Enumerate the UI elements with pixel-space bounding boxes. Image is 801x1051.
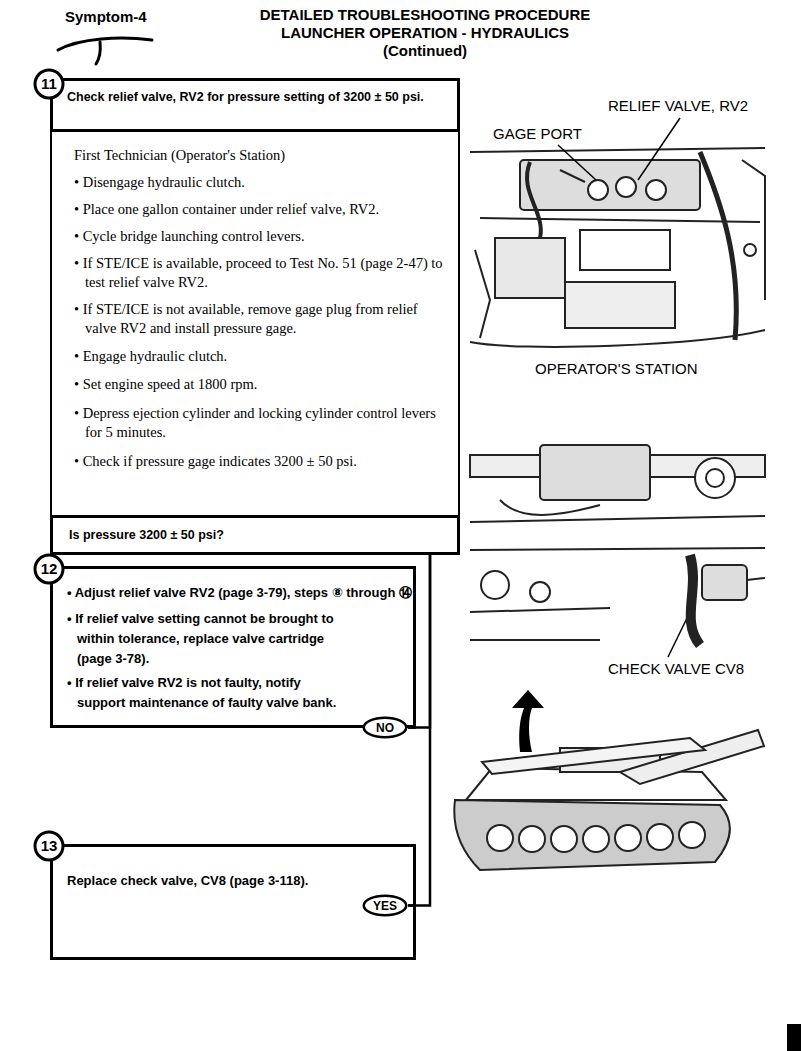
step-heading: Replace check valve, CV8 (page 3-118). [67, 871, 337, 891]
circle-outline [35, 70, 63, 98]
step-number: YES [373, 899, 397, 913]
check-valve-photo [470, 608, 610, 612]
operator-station-photo [495, 238, 565, 298]
bullet-step: • If STE/ICE is not available, remove ga… [74, 300, 446, 338]
yes-branch-oval: YES [362, 894, 408, 917]
oval-outline [364, 718, 407, 738]
operator-station-photo [742, 160, 765, 300]
decision-box: Is pressure 3200 ± 50 psi? [50, 515, 460, 555]
symptom-squiggle [58, 38, 152, 64]
tank-drawing [647, 824, 673, 850]
leader-line [558, 118, 690, 657]
operator-station-photo [744, 244, 756, 256]
bullet-step: • If STE/ICE is available, proceed to Te… [74, 254, 446, 292]
bullet-step: • Disengage hydraulic clutch. [74, 173, 446, 192]
symptom-squiggle [96, 42, 100, 64]
operator-station-photo [565, 282, 675, 328]
operator-station-photo [527, 162, 541, 238]
text-body: First Technician (Operator's Station) • D… [74, 146, 446, 471]
symptom-label: Symptom-4 [65, 8, 147, 25]
valve-bank-photo [470, 445, 765, 522]
action-box: • Adjust relief valve RV2 (page 3-79), s… [50, 566, 416, 728]
bullet-step: • Check if pressure gage indicates 3200 … [74, 452, 446, 471]
step-heading: First Technician (Operator's Station) [74, 146, 446, 165]
valve-bank-photo [500, 500, 600, 515]
bullet-step: • Adjust relief valve RV2 (page 3-79), s… [67, 583, 422, 603]
operator-station-photo [475, 250, 490, 338]
flow-line [408, 555, 430, 728]
check-valve-photo [470, 639, 600, 641]
step-number: NO [376, 721, 394, 735]
operator-station-photo [470, 148, 765, 152]
check-valve-photo [470, 548, 765, 645]
no-branch-oval: NO [362, 716, 408, 739]
tank-drawing [583, 826, 609, 852]
view-label: OPERATOR'S STATION [535, 360, 698, 377]
flow-line [408, 555, 430, 906]
oval-outline [364, 896, 407, 916]
operator-station-photo [470, 148, 765, 347]
operator-station-photo [646, 180, 666, 200]
operator-station-photo [700, 152, 736, 340]
tank-drawing [679, 822, 705, 848]
bullet-step: • Place one gallon container under relie… [74, 200, 446, 219]
bullet-step: • Set engine speed at 1800 rpm. [74, 375, 446, 394]
bullet-step: • Depress ejection cylinder and locking … [74, 404, 446, 442]
valve-bank-photo [540, 445, 650, 500]
tank-drawing [482, 738, 705, 774]
check-valve-photo [530, 582, 550, 602]
tank-drawing [615, 825, 641, 851]
tank-drawing [454, 730, 764, 870]
check-valve-photo [481, 571, 509, 599]
tank-drawing [519, 826, 545, 852]
step-box: First Technician (Operator's Station) • D… [50, 78, 460, 555]
step-number: 12 [41, 561, 58, 577]
operator-station-photo [560, 170, 585, 182]
leader-line [638, 118, 680, 180]
step-text: Is pressure 3200 ± 50 psi? [69, 526, 224, 544]
tank-drawing [454, 800, 730, 870]
operator-station-photo [616, 177, 636, 197]
bullet-step: • Cycle bridge launching control levers. [74, 227, 446, 246]
valve-bank-photo [695, 458, 735, 498]
circle-outline [35, 555, 63, 583]
step-header-box: Check relief valve, RV2 for pressure set… [50, 78, 460, 132]
bullet-step: • If relief valve setting cannot be brou… [67, 609, 349, 669]
step-number-circle: 12 [33, 553, 65, 585]
bullet-step: • Engage hydraulic clutch. [74, 347, 446, 366]
operator-station-photo [470, 330, 765, 347]
valve-bank-photo [470, 516, 765, 522]
leader-line [558, 145, 596, 180]
operator-station-photo [480, 218, 760, 222]
operator-station-photo [588, 180, 608, 200]
part-label: GAGE PORT [493, 125, 582, 142]
step-number-circle: 11 [33, 68, 65, 100]
action-box: Replace check valve, CV8 (page 3-118).13 [50, 844, 416, 960]
operator-station-photo [520, 160, 700, 210]
check-valve-photo [690, 555, 700, 645]
text-body: Replace check valve, CV8 (page 3-118). [67, 871, 403, 891]
tank-drawing [487, 825, 513, 851]
circle-outline [35, 832, 63, 860]
page-edge-marker [787, 1024, 801, 1051]
step-text: Check relief valve, RV2 for pressure set… [67, 88, 443, 106]
text-body: • Adjust relief valve RV2 (page 3-79), s… [67, 583, 403, 713]
operator-station-photo [580, 230, 670, 270]
part-label: CHECK VALVE CV8 [608, 660, 744, 677]
step-number: 13 [41, 838, 58, 854]
step-number-circle: 13 [33, 830, 65, 862]
check-valve-photo [747, 578, 765, 580]
bullet-step: • If relief valve RV2 is not faulty, not… [67, 673, 349, 713]
tank-drawing [551, 826, 577, 852]
step-number: 11 [41, 76, 57, 92]
location-arrow [512, 690, 544, 752]
symptom-squiggle [58, 38, 152, 50]
part-label: RELIEF VALVE, RV2 [608, 97, 748, 114]
page-title: DETAILED TROUBLESHOOTING PROCEDURE LAUNC… [245, 6, 605, 60]
valve-bank-photo [706, 469, 724, 487]
check-valve-photo [470, 548, 765, 550]
check-valve-photo [702, 565, 747, 600]
